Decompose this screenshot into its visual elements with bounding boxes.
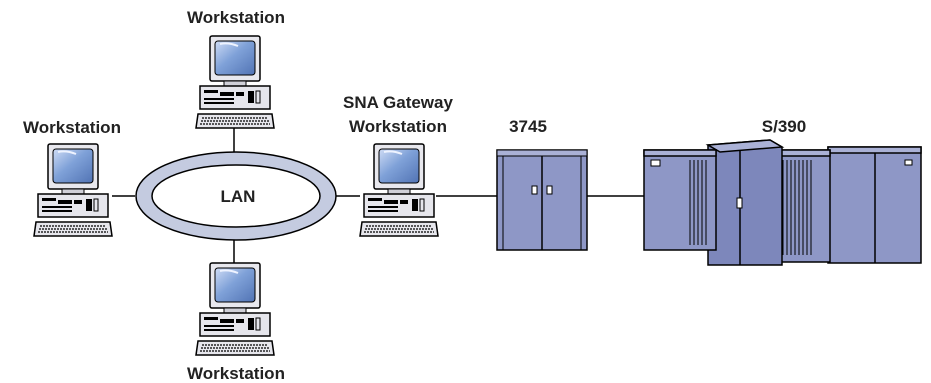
gateway-label-line1: SNA Gateway [343, 93, 453, 112]
workstation-top [195, 35, 275, 129]
lan-label: LAN [221, 187, 256, 206]
gateway-label-line2: Workstation [349, 117, 447, 136]
controller-3745 [496, 149, 588, 251]
mainframe-s390 [643, 139, 922, 266]
workstation-bottom-label: Workstation [187, 364, 285, 383]
connection-lines [112, 127, 644, 265]
mainframe-s390-label: S/390 [762, 117, 806, 136]
workstation-left-label: Workstation [23, 118, 121, 137]
gateway-workstation [359, 143, 439, 237]
workstation-bottom [195, 262, 275, 356]
lan-ring [135, 151, 337, 241]
workstation-left [33, 143, 113, 237]
workstation-top-label: Workstation [187, 8, 285, 27]
controller-3745-label: 3745 [509, 117, 547, 136]
